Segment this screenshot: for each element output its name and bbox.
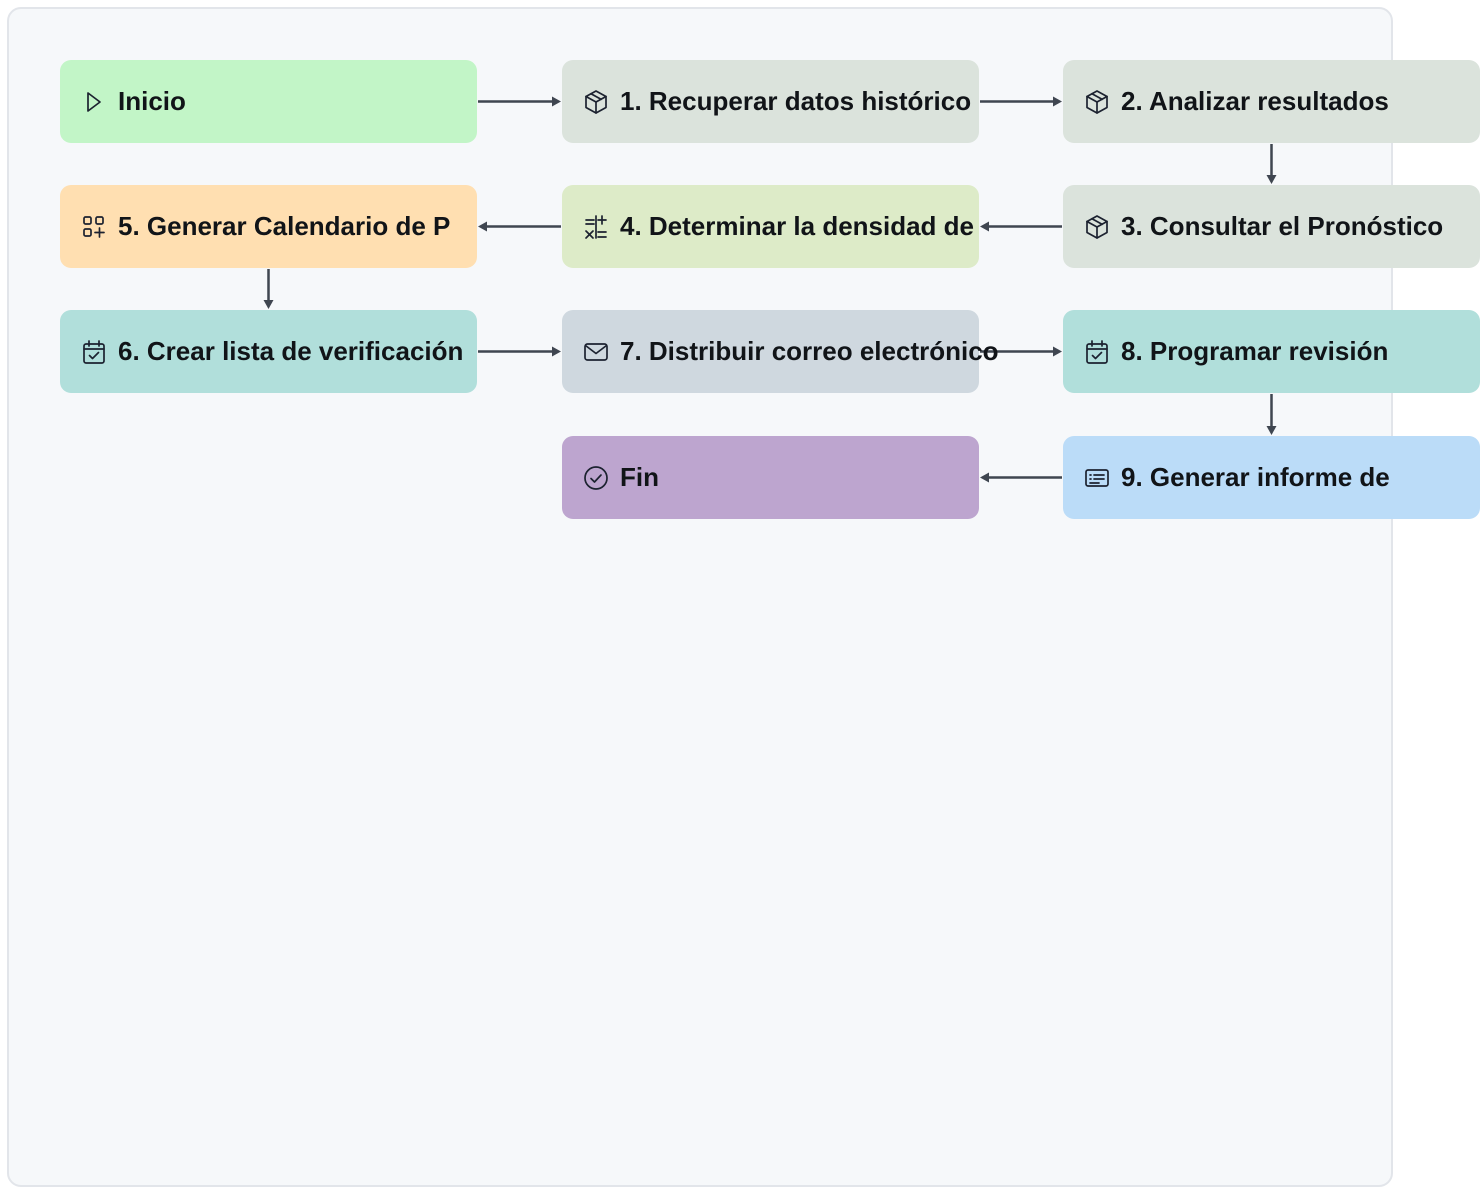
- calculator-icon: [582, 213, 610, 241]
- node-label: 1. Recuperar datos histórico: [620, 86, 972, 116]
- cube-icon: [1083, 88, 1111, 116]
- node-n3[interactable]: 3. Consultar el Pronóstico: [1063, 185, 1480, 268]
- calendar-check-icon: [1083, 338, 1111, 366]
- play-icon: [80, 88, 108, 116]
- edge-n5-to-n6: [263, 269, 274, 309]
- node-label: Inicio: [118, 86, 186, 116]
- node-label: 2. Analizar resultados: [1121, 86, 1389, 116]
- list-card-icon: [1083, 464, 1111, 492]
- edge-n7-to-n8: [980, 346, 1062, 357]
- edge-n6-to-n7: [478, 346, 561, 357]
- node-n6[interactable]: 6. Crear lista de verificación: [60, 310, 477, 393]
- edges-layer: [263, 96, 1277, 483]
- edge-n4-to-n5: [478, 221, 561, 232]
- edge-inicio-to-n1: [478, 96, 561, 107]
- mail-icon: [582, 338, 610, 366]
- node-label: 3. Consultar el Pronóstico: [1121, 211, 1444, 241]
- node-label: 8. Programar revisión: [1121, 336, 1389, 366]
- edge-n9-to-fin: [980, 472, 1062, 483]
- node-label: Fin: [620, 462, 659, 492]
- node-n2[interactable]: 2. Analizar resultados: [1063, 60, 1480, 143]
- cube-icon: [1083, 213, 1111, 241]
- grid-add-icon: [80, 213, 108, 241]
- edge-n1-to-n2: [980, 96, 1062, 107]
- node-label: 9. Generar informe de: [1121, 462, 1390, 492]
- node-n7[interactable]: 7. Distribuir correo electrónico: [562, 310, 999, 393]
- node-label: 4. Determinar la densidad de: [620, 211, 975, 241]
- check-circle-icon: [582, 464, 610, 492]
- node-n8[interactable]: 8. Programar revisión: [1063, 310, 1480, 393]
- node-n4[interactable]: 4. Determinar la densidad de: [562, 185, 979, 268]
- edge-n2-to-n3: [1266, 144, 1277, 184]
- edge-n3-to-n4: [980, 221, 1062, 232]
- calendar-check-icon: [80, 338, 108, 366]
- edge-n8-to-n9: [1266, 394, 1277, 435]
- node-label: 7. Distribuir correo electrónico: [620, 336, 999, 366]
- node-inicio[interactable]: Inicio: [60, 60, 477, 143]
- diagram-canvas: Inicio 1. Recuperar datos histórico 2. Ana…: [7, 7, 1480, 1187]
- cube-icon: [582, 88, 610, 116]
- node-label: 5. Generar Calendario de P: [118, 211, 451, 241]
- node-n5[interactable]: 5. Generar Calendario de P: [60, 185, 477, 268]
- node-n1[interactable]: 1. Recuperar datos histórico: [562, 60, 979, 143]
- node-label: 6. Crear lista de verificación: [118, 336, 464, 366]
- node-n9[interactable]: 9. Generar informe de: [1063, 436, 1480, 519]
- node-fin[interactable]: Fin: [562, 436, 979, 519]
